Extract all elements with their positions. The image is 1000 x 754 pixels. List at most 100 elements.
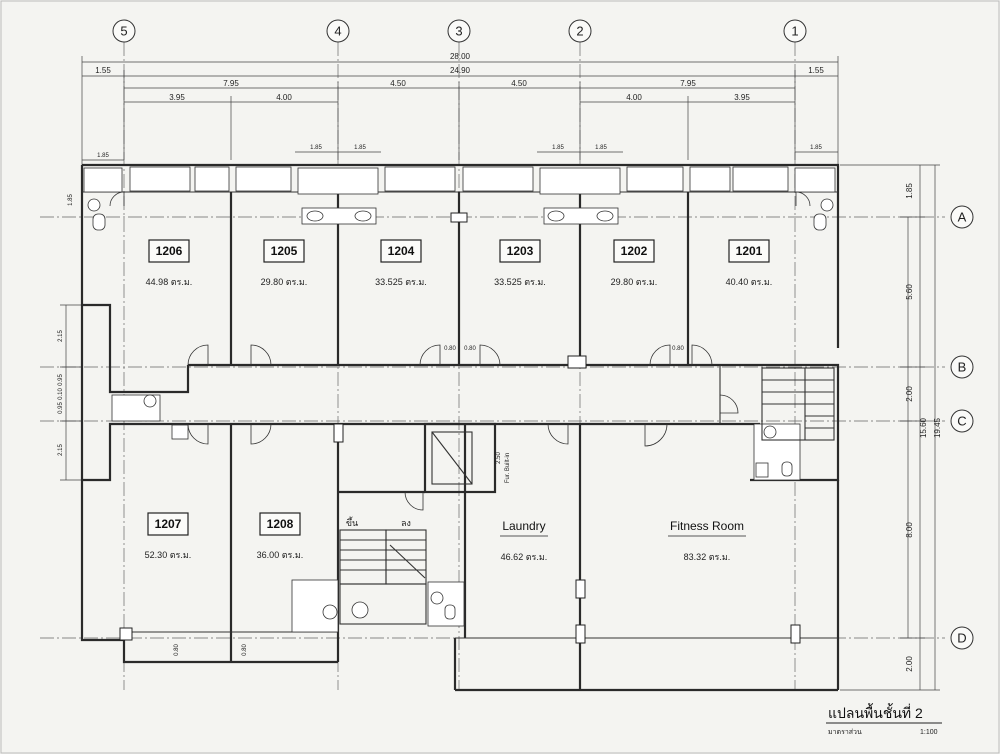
- stair-down-label: ลง: [401, 518, 411, 528]
- unit-1202: 1202 29.80 ตร.ม.: [611, 239, 658, 287]
- room-fitness: Fitness Room 83.32 ตร.ม.: [668, 519, 746, 562]
- left-dimension-lines: [60, 304, 82, 481]
- stair-up-label: ขึ้น: [346, 516, 358, 528]
- dim-subbay-1: 3.95: [169, 93, 185, 102]
- dim-vert-3: 2.00: [905, 386, 914, 402]
- svg-text:1.85: 1.85: [97, 153, 109, 159]
- dim-vert-total-inner: 15.60: [919, 417, 928, 438]
- door-width-3: 0.80: [464, 346, 476, 352]
- plan-title: แปลนพื้นชั้นที่ 2: [828, 703, 923, 721]
- unit-number-box: [613, 239, 655, 263]
- title-block: แปลนพื้นชั้นที่ 2 มาตราส่วน 1:100: [826, 703, 942, 736]
- unit-1208: 1208 36.00 ตร.ม.: [257, 512, 304, 560]
- room-name: Laundry: [502, 519, 545, 533]
- door-width-1: 0.80: [444, 346, 456, 352]
- unit-number: 1202: [621, 244, 648, 258]
- axis-label-5: 5: [120, 24, 127, 39]
- unit-area: 36.00 ตร.ม.: [257, 550, 304, 560]
- right-dimension-lines: [840, 164, 940, 691]
- scale-value: 1:100: [920, 729, 938, 736]
- axis-bubble-2: [568, 19, 592, 43]
- svg-text:1.85: 1.85: [68, 194, 74, 206]
- axis-label-2: 2: [576, 24, 583, 39]
- svg-text:1.85: 1.85: [595, 145, 607, 151]
- scale-label: มาตราส่วน: [828, 729, 862, 736]
- unit-number: 1207: [155, 517, 182, 531]
- axis-label-1: 1: [791, 24, 798, 39]
- axis-bubble-1: [783, 19, 807, 43]
- unit-area: 29.80 ตร.ม.: [611, 277, 658, 287]
- axis-bubble-4: [326, 19, 350, 43]
- dim-left-3: 0.10: [58, 388, 64, 400]
- unit-area: 40.40 ตร.ม.: [726, 277, 773, 287]
- unit-area: 33.525 ตร.ม.: [494, 277, 546, 287]
- dim-bay-3: 4.50: [511, 79, 527, 88]
- unit-number-box: [147, 512, 189, 536]
- room-area: 46.62 ตร.ม.: [501, 552, 548, 562]
- svg-text:1.85: 1.85: [810, 145, 822, 151]
- dim-bay-4: 7.95: [680, 79, 696, 88]
- svg-text:1.85: 1.85: [310, 145, 322, 151]
- unit-number-box: [259, 512, 301, 536]
- row-axis-markers: A B C D: [950, 205, 974, 650]
- svg-text:1.85: 1.85: [552, 145, 564, 151]
- unit-1201: 1201 40.40 ตร.ม.: [726, 239, 773, 287]
- top-dimension-lines: [81, 56, 839, 180]
- structural-columns: [119, 212, 801, 644]
- unit-number: 1204: [388, 244, 415, 258]
- dim-edge-right: 1.55: [808, 66, 824, 75]
- axis-label-d: D: [957, 631, 966, 646]
- unit-number: 1206: [156, 244, 183, 258]
- axis-bubble-5: [112, 19, 136, 43]
- room-laundry: Laundry 46.62 ตร.ม.: [500, 519, 548, 562]
- unit-1204: 1204 33.525 ตร.ม.: [375, 239, 427, 287]
- dim-left-2: 0.95: [58, 374, 64, 386]
- stair-east: [761, 367, 835, 441]
- dim-left-5: 2.15: [58, 444, 64, 456]
- axis-label-c: C: [957, 414, 966, 429]
- axis-label-4: 4: [334, 24, 341, 39]
- axis-bubble-a: [950, 205, 974, 229]
- unit-1205: 1205 29.80 ตร.ม.: [261, 239, 308, 287]
- door-width-5: 0.80: [242, 644, 248, 656]
- svg-text:1.85: 1.85: [354, 145, 366, 151]
- axis-bubble-d: [950, 626, 974, 650]
- door-width-2: 0.80: [672, 346, 684, 352]
- axis-bubble-3: [447, 19, 471, 43]
- dim-vert-4: 8.00: [905, 522, 914, 538]
- unit-1203: 1203 33.525 ตร.ม.: [494, 239, 546, 287]
- unit-number-box: [499, 239, 541, 263]
- built-in-label: Fur. Built-in: [505, 453, 511, 483]
- unit-number-box: [263, 239, 305, 263]
- axis-label-b: B: [958, 360, 967, 375]
- unit-1206: 1206 44.98 ตร.ม.: [146, 239, 193, 287]
- dim-inner-width: 24.90: [450, 66, 471, 75]
- room-name: Fitness Room: [670, 519, 744, 533]
- unit-number-box: [728, 239, 770, 263]
- dim-overall-width: 28.00: [450, 52, 471, 61]
- axis-bubble-b: [950, 355, 974, 379]
- unit-number: 1208: [267, 517, 294, 531]
- bathroom-fixtures: [83, 167, 836, 633]
- dim-left-4: 0.95: [58, 402, 64, 414]
- built-in-dim: 2.50: [496, 452, 502, 464]
- unit-area: 33.525 ตร.ม.: [375, 277, 427, 287]
- bathroom-dimension-marks: 1.85 1.85 1.85 1.85 1.85 1.85 1.85: [68, 145, 838, 206]
- unit-number-box: [148, 239, 190, 263]
- unit-number: 1201: [736, 244, 763, 258]
- dim-edge-left: 1.55: [95, 66, 111, 75]
- unit-number-box: [380, 239, 422, 263]
- dim-bay-1: 7.95: [223, 79, 239, 88]
- axis-bubble-c: [950, 409, 974, 433]
- unit-area: 52.30 ตร.ม.: [145, 550, 192, 560]
- unit-area: 29.80 ตร.ม.: [261, 277, 308, 287]
- dim-vert-5: 2.00: [905, 656, 914, 672]
- window-strips: [129, 166, 789, 192]
- door-width-4: 0.80: [174, 644, 180, 656]
- axis-label-3: 3: [455, 24, 462, 39]
- room-area: 83.32 ตร.ม.: [684, 552, 731, 562]
- unit-number: 1205: [271, 244, 298, 258]
- unit-area: 44.98 ตร.ม.: [146, 277, 193, 287]
